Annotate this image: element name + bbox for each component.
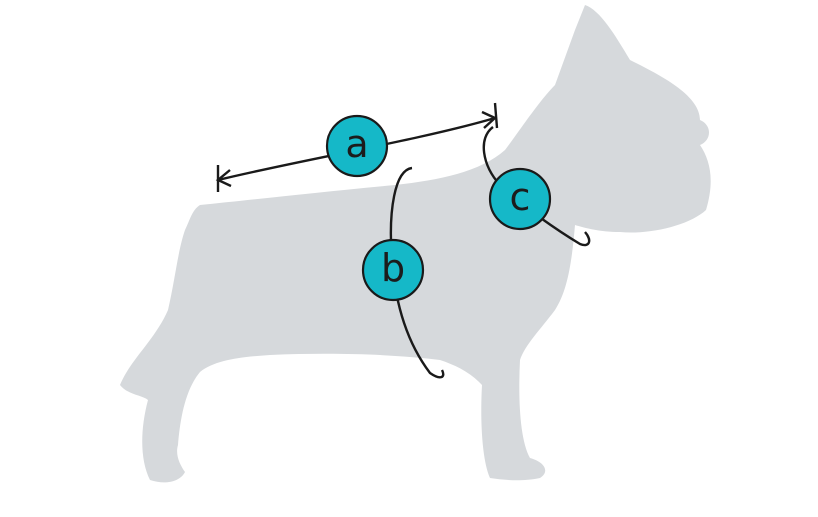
marker-c-label: c: [510, 175, 531, 219]
marker-b: b: [361, 238, 425, 302]
dog-silhouette: [120, 5, 711, 483]
dog-body: [120, 5, 711, 483]
marker-b-label: b: [381, 246, 405, 290]
measure-b-girth: [389, 166, 445, 379]
marker-a: a: [325, 114, 389, 178]
marker-a-label: a: [345, 122, 368, 166]
marker-a-badge: [325, 114, 389, 178]
marker-c-badge: [488, 167, 552, 231]
marker-c: c: [488, 167, 552, 231]
marker-b-badge: [361, 238, 425, 302]
